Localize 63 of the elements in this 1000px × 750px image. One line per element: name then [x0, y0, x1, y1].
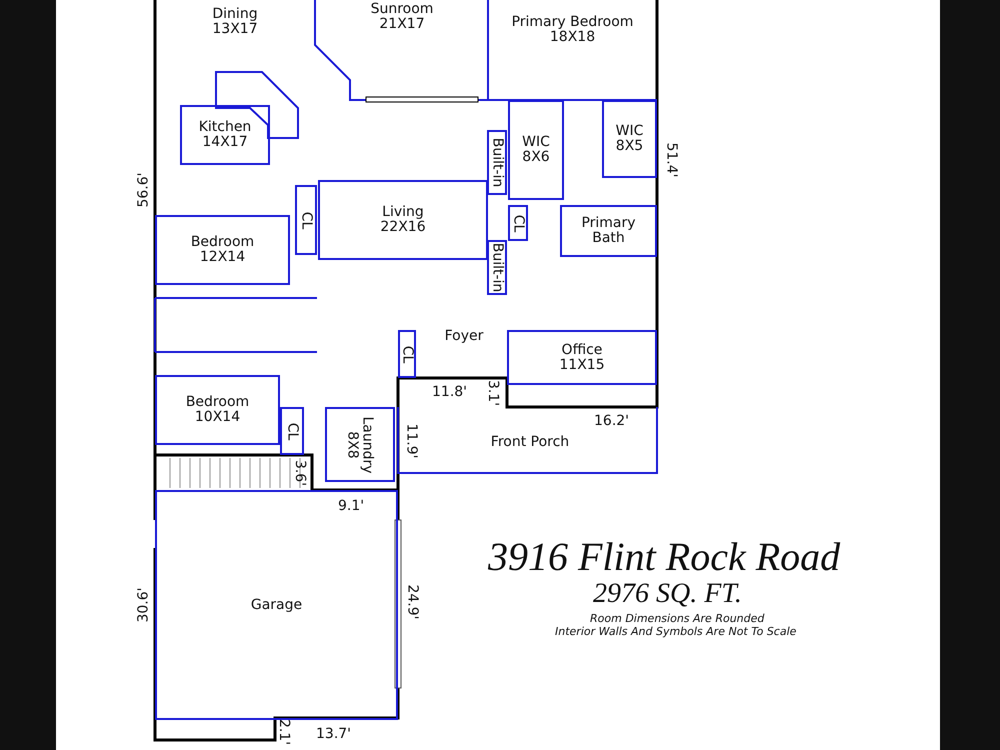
room-outline [560, 205, 657, 257]
room-dimensions: 11X15 [559, 358, 605, 372]
room-outline [295, 185, 317, 255]
room-name: WIC [616, 124, 644, 139]
room-dimensions: 8X8 [345, 430, 360, 458]
dimension-label: 3.1' [485, 380, 502, 406]
room-outline [155, 490, 398, 720]
room-name: Living [382, 205, 424, 220]
room-outline [507, 330, 657, 385]
room-name: Garage [250, 598, 302, 612]
room-outline [398, 330, 416, 378]
room-name: Sunroom [370, 2, 434, 17]
room-outline [155, 375, 280, 445]
room-dimensions: 21X17 [379, 17, 425, 32]
room-name: Front Porch [490, 434, 570, 450]
dimension-label: 13.7' [316, 726, 352, 742]
room-name: Kitchen [198, 120, 252, 135]
room-name: CL [284, 422, 300, 440]
room-dimensions: 8X6 [522, 150, 550, 165]
note: Room Dimensions Are Rounded [590, 612, 764, 625]
room-name: Bedroom [186, 395, 250, 410]
room-outline [325, 407, 395, 482]
room-name: Dining [212, 7, 258, 22]
room-name: Laundry [360, 416, 375, 474]
room-outline [155, 215, 290, 285]
room-outline [487, 130, 507, 195]
dimension-label: 2.1' [276, 718, 292, 746]
dimension-label: 56.6' [136, 172, 152, 208]
room-outline [280, 407, 304, 455]
room-outline [602, 100, 657, 178]
room-name: Primary Bath [580, 216, 637, 246]
room-dimensions: 13X17 [212, 22, 258, 37]
dimension-label: 11.8' [432, 384, 468, 400]
room-name: CL [298, 211, 314, 229]
note: Interior Walls And Symbols Are Not To Scale [555, 625, 796, 638]
room-name: Office [562, 342, 602, 358]
room-dimensions: 18X18 [550, 30, 596, 45]
room-outline [508, 100, 564, 200]
dimension-label: 11.9' [404, 423, 420, 459]
room-dimensions: 8X5 [616, 139, 644, 154]
dimension-label: 9.1' [338, 498, 364, 514]
dimension-label: 51.4' [664, 142, 680, 178]
dimension-label: 3.6' [292, 460, 308, 486]
room-name: CL [400, 345, 414, 363]
dimension-label: 16.2' [594, 413, 630, 429]
room-dimensions: 22X16 [380, 220, 426, 235]
room-name: Foyer [444, 328, 484, 344]
room-name: Built-in [490, 138, 504, 188]
room-outline [180, 105, 270, 165]
room-dimensions: 12X14 [200, 250, 246, 265]
room-outline [508, 205, 528, 241]
room-name: Primary Bedroom [512, 15, 634, 30]
room-outline [318, 180, 488, 260]
room-name: CL [510, 214, 526, 232]
dimension-label: 24.9' [404, 584, 421, 620]
room-name: Bedroom [190, 235, 254, 250]
address-title: 3916 Flint Rock Road [488, 533, 840, 580]
dimension-label: 30.6' [136, 587, 152, 623]
room-dimensions: 10X14 [194, 410, 240, 425]
area-label: 2976 SQ. FT. [593, 578, 742, 610]
room-name: WIC [522, 135, 550, 150]
room-dimensions: 14X17 [202, 135, 248, 150]
room-name: Built-in [490, 242, 504, 292]
